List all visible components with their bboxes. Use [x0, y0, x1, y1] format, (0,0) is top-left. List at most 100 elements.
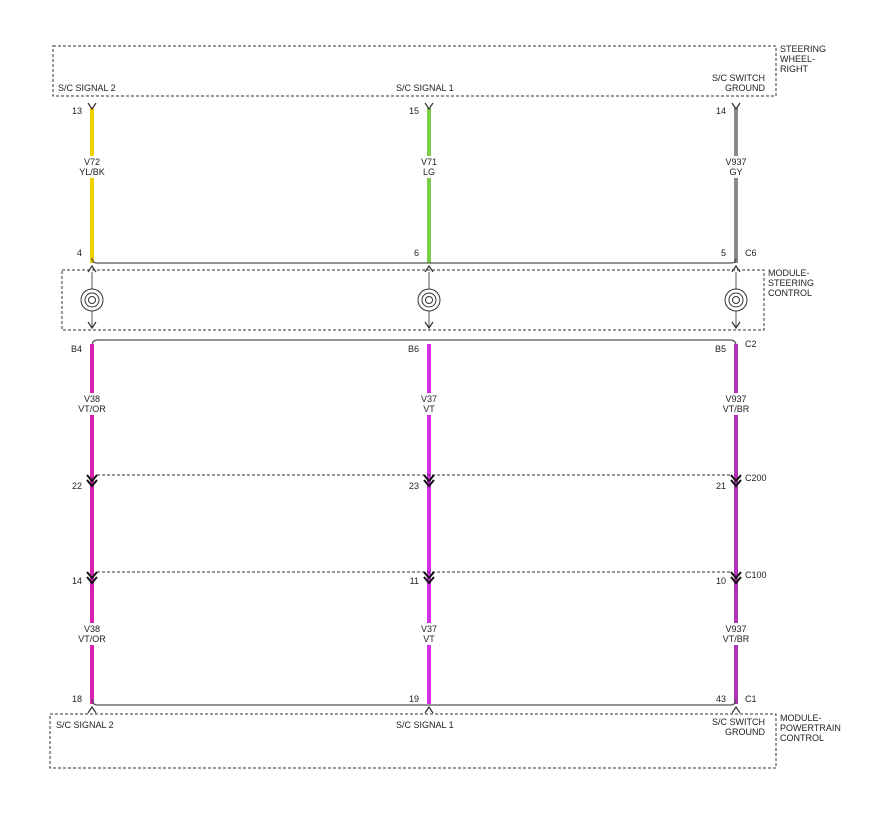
pin-label-5: 5: [721, 248, 726, 258]
pin-label-b5: B5: [715, 344, 726, 354]
pin-chevron-23-b: [423, 479, 435, 488]
powertrain-name-line1: MODULE-: [780, 713, 822, 723]
pin-label-b6: B6: [408, 344, 419, 354]
pin-chevron-10-b: [730, 576, 742, 585]
powertrain-pin-signal1: S/C SIGNAL 1: [396, 720, 454, 730]
pin-chevron-14-c100: [86, 571, 98, 580]
pin-label-15: 15: [409, 106, 419, 116]
color-code-vt-2: VT: [423, 634, 435, 644]
upper-wire-signal1: 15 V71 LG 6: [409, 102, 449, 263]
pin-chevron-14-c100-b: [86, 576, 98, 585]
c1-connector-bus: [91, 698, 737, 706]
pin-chevron-22: [86, 474, 98, 483]
powertrain-pin-signal2: S/C SIGNAL 2: [56, 720, 114, 730]
color-code-gy: GY: [729, 167, 742, 177]
steering-wheel-right-box: [52, 45, 777, 97]
powertrain-pin-ground: GROUND: [725, 727, 765, 737]
circuit-label-v38-2: V38: [84, 624, 100, 634]
connector-c200: 22 23 21 C200: [72, 473, 767, 491]
pin-chevron-21-b: [730, 479, 742, 488]
color-code-yl-bk: YL/BK: [79, 167, 105, 177]
steering-control-name-line3: CONTROL: [768, 288, 812, 298]
powertrain-control-box: [49, 713, 777, 769]
steering-wheel-name-line2: WHEEL-: [780, 54, 815, 64]
c6-connector-bus: [91, 257, 737, 264]
wire-label-bg: [714, 623, 758, 645]
wire-label-bg: [409, 156, 449, 178]
color-code-vt-br-2: VT/BR: [723, 634, 750, 644]
pin-chevron-c6-c: [731, 264, 741, 273]
upper-wire-ground: 14 V937 GY 5: [716, 102, 756, 263]
wire-label-bg: [70, 623, 114, 645]
pin-label-11: 11: [410, 576, 419, 586]
powertrain-name-line3: CONTROL: [780, 733, 824, 743]
pin-chevron-43: [731, 705, 741, 714]
pin-label-18: 18: [72, 694, 82, 704]
connector-c1: 18 19 43 C1: [72, 694, 757, 714]
pin-chevron-14: [731, 102, 741, 111]
circuit-label-v72: V72: [84, 157, 100, 167]
connector-label-c1: C1: [745, 694, 757, 704]
circuit-label-v71: V71: [421, 157, 437, 167]
steering-wheel-pin-signal2: S/C SIGNAL 2: [58, 83, 116, 93]
circuit-label-v37: V37: [421, 394, 437, 404]
pin-label-43: 43: [716, 694, 726, 704]
steering-control-name-line1: MODULE-: [768, 268, 810, 278]
pin-label-6: 6: [414, 248, 419, 258]
pin-chevron-19: [424, 705, 434, 714]
steering-control-name-line2: STEERING: [768, 278, 814, 288]
powertrain-control-module: MODULE- POWERTRAIN CONTROL S/C SIGNAL 2 …: [49, 713, 841, 769]
color-code-vt-br: VT/BR: [723, 404, 750, 414]
color-code-vt: VT: [423, 404, 435, 414]
pin-chevron-21: [730, 474, 742, 483]
connector-label-c2: C2: [745, 339, 757, 349]
pin-chevron-c6-b: [424, 264, 434, 273]
circuit-label-v937-lower: V937: [725, 394, 746, 404]
wire-label-bg: [70, 393, 114, 415]
pin-chevron-11: [423, 571, 435, 580]
steering-wheel-pin-ground: GROUND: [725, 83, 765, 93]
connector-c2: B4 B6 B5 C2: [71, 339, 757, 354]
pin-chevron-18: [87, 705, 97, 714]
pin-label-19: 19: [409, 694, 419, 704]
color-code-lg: LG: [423, 167, 435, 177]
pin-label-4: 4: [77, 248, 82, 258]
circuit-label-v38: V38: [84, 394, 100, 404]
circuit-label-v937-upper: V937: [725, 157, 746, 167]
clockspring-icon: [417, 272, 441, 330]
clockspring-icon: [724, 272, 748, 330]
pin-chevron-10: [730, 571, 742, 580]
powertrain-pin-switch: S/C SWITCH: [712, 717, 765, 727]
pin-chevron-11-b: [423, 576, 435, 585]
steering-wheel-pin-switch: S/C SWITCH: [712, 73, 765, 83]
connector-label-c100: C100: [745, 570, 767, 580]
pin-label-14: 14: [716, 106, 726, 116]
connector-label-c200: C200: [745, 473, 767, 483]
pin-label-22: 22: [72, 481, 82, 491]
pin-chevron-13: [87, 102, 97, 111]
connector-label-c6: C6: [745, 248, 757, 258]
color-code-vt-or: VT/OR: [78, 404, 106, 414]
pin-label-10: 10: [716, 576, 726, 586]
clockspring-icon: [80, 272, 104, 330]
color-code-vt-or-2: VT/OR: [78, 634, 106, 644]
wire-label-bg: [716, 156, 756, 178]
pin-label-21: 21: [716, 481, 726, 491]
steering-wheel-name-line3: RIGHT: [780, 64, 809, 74]
pin-label-13: 13: [72, 106, 82, 116]
pin-chevron-c6-a: [87, 264, 97, 273]
upper-wire-signal2: 13 V72 YL/BK 4: [70, 102, 114, 263]
connector-c100: 14 11 10 C100: [72, 570, 767, 586]
wire-label-bg: [409, 393, 449, 415]
steering-wheel-pin-signal1: S/C SIGNAL 1: [396, 83, 454, 93]
pin-chevron-15: [424, 102, 434, 111]
steering-control-box: [61, 269, 765, 331]
pin-label-b4: B4: [71, 344, 82, 354]
c2-connector-bus: [91, 339, 737, 347]
circuit-label-v37-2: V37: [421, 624, 437, 634]
steering-wheel-name-line1: STEERING: [780, 44, 826, 54]
wire-label-bg: [70, 156, 114, 178]
pin-chevron-23: [423, 474, 435, 483]
pin-chevron-22-b: [86, 479, 98, 488]
